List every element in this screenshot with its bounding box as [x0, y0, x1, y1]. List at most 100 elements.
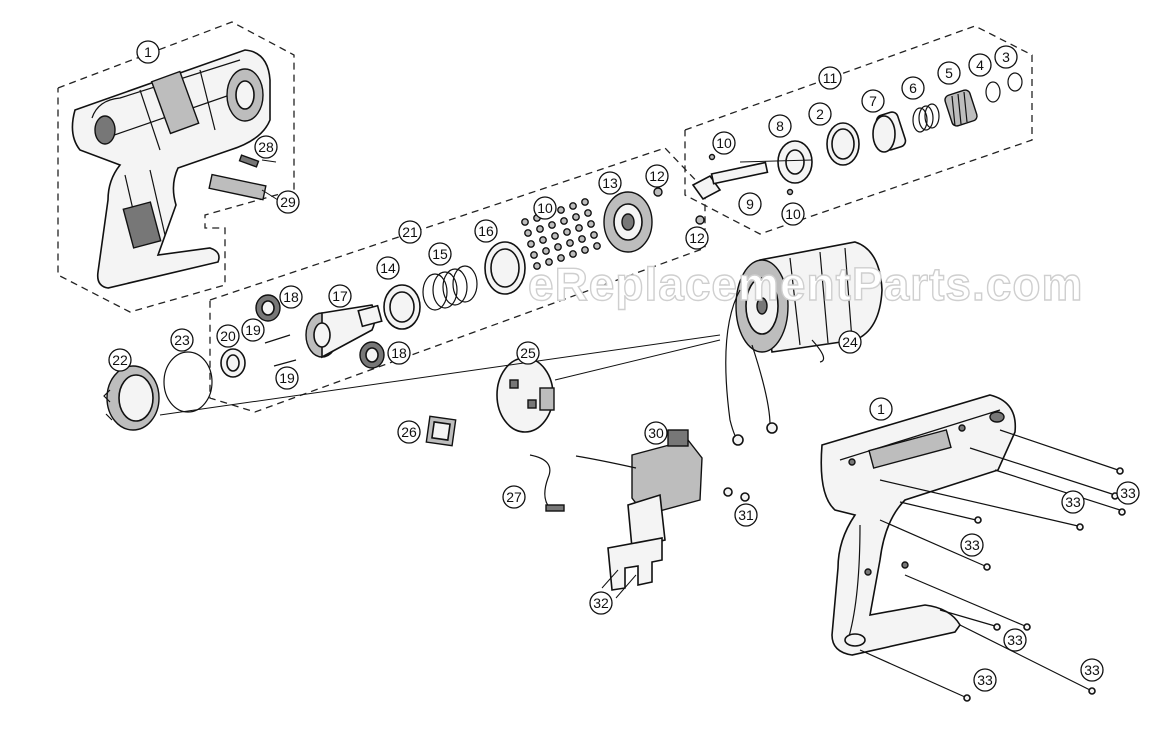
- callout-28: 28: [254, 135, 278, 159]
- callout-label: 33: [964, 537, 980, 553]
- callout-13: 13: [598, 171, 622, 195]
- callout-label: 12: [649, 168, 665, 184]
- shaft-9: [691, 161, 769, 201]
- callout-11: 11: [818, 66, 842, 90]
- callout-label: 32: [593, 595, 609, 611]
- callout-label: 28: [258, 139, 274, 155]
- pin-19: [264, 334, 297, 367]
- steel-ball: [590, 231, 598, 239]
- callout-label: 14: [380, 260, 396, 276]
- callout-33-b: 33: [1061, 490, 1085, 514]
- callout-label: 33: [1065, 494, 1081, 510]
- callout-label: 27: [506, 489, 522, 505]
- steel-ball: [521, 218, 529, 226]
- callout-label: 25: [520, 345, 536, 361]
- callout-21: 21: [398, 220, 422, 244]
- pin-10-lower: [786, 188, 794, 196]
- steel-ball: [575, 224, 583, 232]
- callout-23: 23: [170, 328, 194, 352]
- callout-10-lower: 10: [781, 202, 805, 226]
- steel-ball: [530, 251, 538, 259]
- steel-ball: [524, 229, 532, 237]
- clutch-cam-13: [603, 191, 653, 253]
- callout-16: 16: [474, 219, 498, 243]
- callout-20: 20: [216, 324, 240, 348]
- callout-label: 33: [1007, 632, 1023, 648]
- callout-label: 10: [716, 135, 732, 151]
- steel-ball: [557, 206, 565, 214]
- callout-label: 4: [976, 57, 984, 73]
- callout-18-upper: 18: [279, 285, 303, 309]
- callout-27: 27: [502, 485, 526, 509]
- callout-12-lower: 12: [685, 226, 709, 250]
- steel-ball: [566, 239, 574, 247]
- motor-24: [725, 241, 883, 446]
- callout-label: 31: [738, 507, 754, 523]
- ball-12-upper: [653, 187, 663, 197]
- watermark: eReplacementParts.com: [528, 258, 1083, 310]
- pin-10-upper: [708, 153, 716, 161]
- callout-label: 3: [1002, 49, 1010, 65]
- callout-22: 22: [108, 348, 132, 372]
- steel-ball: [545, 258, 553, 266]
- callout-8: 8: [768, 114, 792, 138]
- callout-label: 9: [746, 196, 754, 212]
- callout-12-upper: 12: [645, 164, 669, 188]
- callout-31: 31: [734, 503, 758, 527]
- callout-label: 7: [869, 93, 877, 109]
- gear-18-lower: [359, 341, 385, 369]
- callout-label: 33: [1084, 662, 1100, 678]
- callout-label: 24: [842, 334, 858, 350]
- callout-15: 15: [428, 242, 452, 266]
- steel-ball: [578, 235, 586, 243]
- callout-label: 10: [537, 200, 553, 216]
- callout-32: 32: [589, 591, 613, 615]
- callout-label: 6: [909, 80, 917, 96]
- steel-ball: [581, 246, 589, 254]
- ring-3: [1007, 72, 1023, 92]
- callout-29: 29: [276, 190, 300, 214]
- callout-label: 15: [432, 246, 448, 262]
- callout-6: 6: [901, 76, 925, 100]
- screws-33: [859, 429, 1126, 702]
- screw-31: [723, 487, 750, 502]
- washer-8: [777, 140, 813, 184]
- housing-group-boundary: [57, 21, 295, 313]
- steel-ball: [539, 236, 547, 244]
- callout-label: 12: [689, 230, 705, 246]
- steel-ball: [557, 254, 565, 262]
- callout-label: 21: [402, 224, 418, 240]
- housing-half-right: [820, 394, 1017, 656]
- callout-4: 4: [968, 53, 992, 77]
- bracket-32: [607, 537, 663, 591]
- steel-ball: [554, 243, 562, 251]
- callout-label: 19: [245, 322, 261, 338]
- callout-label: 22: [112, 352, 128, 368]
- group-boundaries: [57, 21, 1033, 413]
- steel-ball: [542, 247, 550, 255]
- callout-label: 1: [877, 401, 885, 417]
- callout-10-balls: 10: [533, 196, 557, 220]
- callout-1-left: 1: [136, 40, 160, 64]
- callout-label: 5: [945, 65, 953, 81]
- callout-label: 8: [776, 118, 784, 134]
- callout-label: 19: [279, 370, 295, 386]
- spring-6: [912, 103, 940, 133]
- callout-33-f: 33: [973, 668, 997, 692]
- steel-ball: [569, 250, 577, 258]
- callout-17: 17: [328, 284, 352, 308]
- callout-19-upper: 19: [241, 318, 265, 342]
- callout-30: 30: [644, 421, 668, 445]
- spindle-17: [305, 304, 383, 359]
- steel-ball: [572, 213, 580, 221]
- callout-label: 26: [401, 424, 417, 440]
- callout-14: 14: [376, 256, 400, 280]
- callout-25: 25: [516, 341, 540, 365]
- callout-33-e: 33: [1080, 658, 1104, 682]
- leader-lines: [159, 159, 813, 599]
- washer-14: [383, 284, 421, 330]
- callout-label: 30: [648, 425, 664, 441]
- callout-9: 9: [738, 192, 762, 216]
- callout-label: 13: [602, 175, 618, 191]
- callout-label: 11: [823, 70, 838, 86]
